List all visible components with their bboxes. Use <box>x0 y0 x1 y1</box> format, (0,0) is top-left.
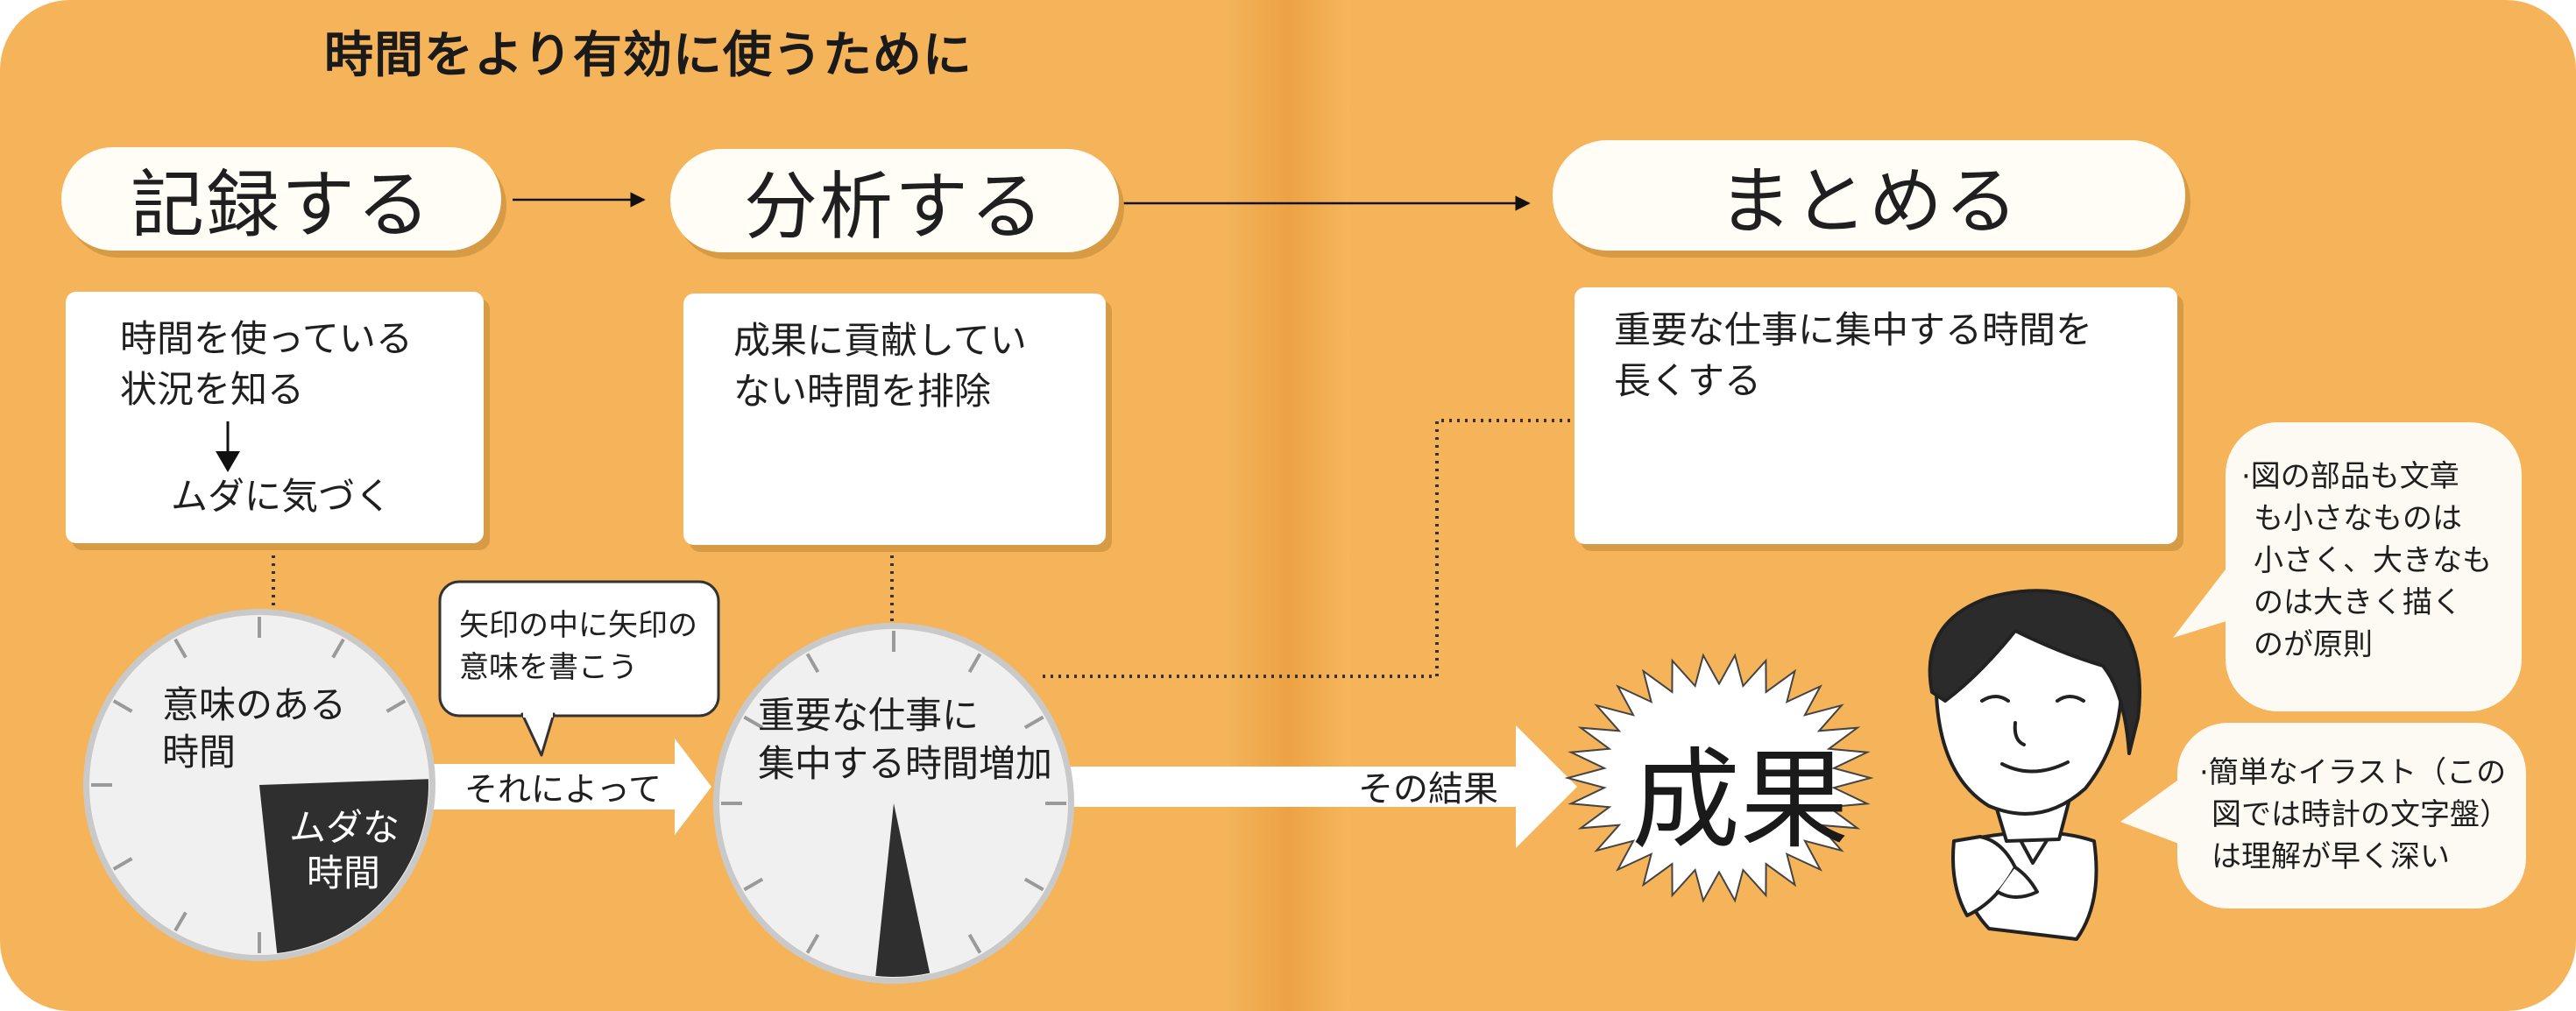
clock-tick <box>743 715 764 730</box>
result-arrow-label: その結果 <box>1358 769 1498 810</box>
note2-line: ·簡単なイラスト（この <box>2199 755 2507 790</box>
card-result-line: ムダに気づく <box>171 475 393 518</box>
clock-tick <box>1023 877 1044 892</box>
note2-line: 図では時計の文字盤） <box>2212 797 2509 832</box>
clock1-meaningful-line: 意味のある <box>162 683 347 726</box>
clock-2 <box>713 623 1074 984</box>
clock-tick <box>112 699 133 713</box>
clock2-label-line: 集中する時間増加 <box>758 742 1053 785</box>
note1-line: も小さなものは <box>2254 501 2462 536</box>
step-record-card: 時間を使っている 状況を知る ムダに気づく <box>66 292 484 543</box>
diagram-title: 時間をより有効に使うために <box>324 27 973 84</box>
clock-tick <box>743 877 764 892</box>
clock-tick <box>173 911 188 932</box>
card-line: 重要な仕事に集中する時間を <box>1614 308 2093 351</box>
result-starburst <box>1564 653 1874 903</box>
therefore-arrow-label: それによって <box>464 770 662 809</box>
tip-bubble-line: 意味を書こう <box>459 650 638 685</box>
step-summarize-card: 重要な仕事に集中する時間を 長くする <box>1575 287 2177 544</box>
tip-bubble <box>438 580 720 757</box>
waste-time-wedge-small <box>875 803 931 977</box>
step-analyze-label: 分析する <box>670 149 1119 252</box>
clock-tick <box>967 933 982 954</box>
clock1-meaningful-line: 時間 <box>162 731 237 774</box>
note-bubble-2 <box>2120 723 2526 908</box>
step-record-label: 記録する <box>61 147 501 251</box>
note2-line: は理解が早く深い <box>2212 839 2450 874</box>
card-line: 状況を知る <box>120 368 305 411</box>
note-bubble-1 <box>2173 422 2522 711</box>
card-line: ない時間を排除 <box>733 370 992 413</box>
clock2-label-line: 重要な仕事に <box>758 694 980 737</box>
step-analyze-card: 成果に貢献してい ない時間を排除 <box>683 293 1106 545</box>
note1-line: ·図の部品も文章 <box>2241 459 2459 494</box>
card-line: 時間を使っている <box>120 317 413 360</box>
step-summarize-label: まとめる <box>1553 140 2185 251</box>
person-illustration <box>1928 589 2141 941</box>
clock-tick <box>112 857 133 871</box>
clock-tick <box>1023 715 1044 730</box>
clock-tick <box>386 699 407 713</box>
result-label: 成果 <box>1631 738 1850 864</box>
dotted-connector-3 <box>1043 419 1573 678</box>
clock-tick <box>331 638 345 659</box>
clock-1 <box>83 609 435 961</box>
clock-tick <box>173 638 188 659</box>
card-line: 成果に貢献してい <box>733 319 1027 362</box>
center-fold <box>1227 0 1349 1011</box>
clock1-waste-line: ムダな <box>289 806 400 849</box>
note1-line: のが原則 <box>2254 627 2373 662</box>
tip-bubble-line: 矢印の中に矢印の <box>459 608 697 643</box>
down-arrow-icon <box>216 421 240 472</box>
therefore-arrow <box>429 739 711 835</box>
clock-tick <box>967 653 982 674</box>
waste-time-wedge-dark <box>259 779 428 953</box>
note1-line: のは大きく描く <box>2254 585 2462 620</box>
card-line: 長くする <box>1614 359 1762 402</box>
clock-tick <box>805 653 820 674</box>
note1-line: 小さく、大きなも <box>2254 543 2492 578</box>
result-arrow <box>1065 725 1577 848</box>
clock-tick <box>805 933 820 954</box>
clock1-waste-line: 時間 <box>307 852 381 894</box>
